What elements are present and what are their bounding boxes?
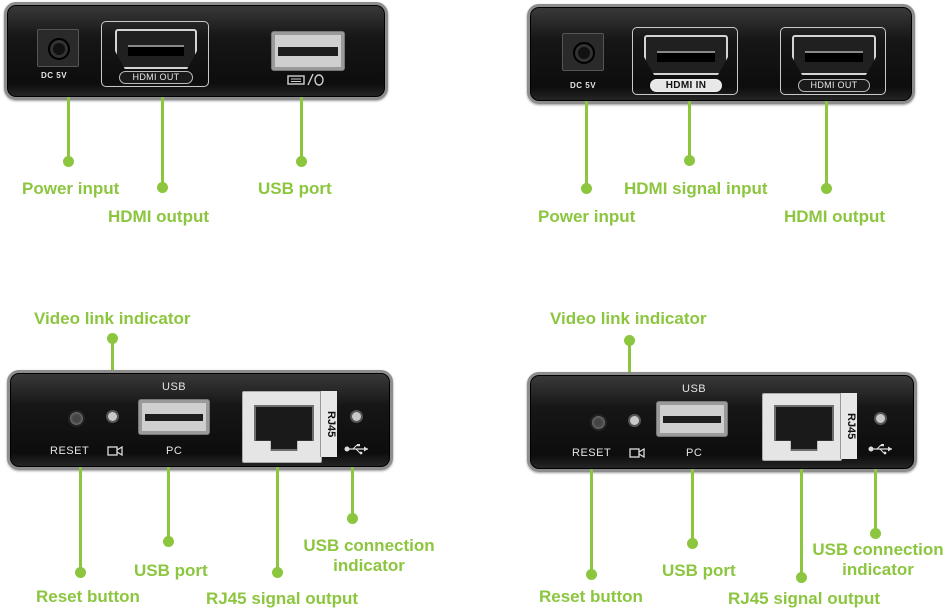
hdmi-signal-input-label: HDMI signal input (624, 179, 768, 198)
power-callout-dot (63, 156, 74, 167)
usb-connection-label-line2: indicator (842, 560, 914, 579)
reset-button[interactable] (68, 410, 85, 427)
usb-connection-callout-dot (870, 528, 881, 539)
rj45-text: RJ45 (320, 391, 337, 457)
usb-port-callout-dot (163, 536, 174, 547)
reset-button-label: Reset button (539, 587, 643, 606)
hdmi-out-port (115, 29, 197, 69)
power-callout-line (585, 101, 588, 186)
rj45-callout-line (276, 467, 279, 570)
video-link-led (106, 410, 119, 423)
video-callout-line (628, 342, 631, 374)
usb-connection-label-line2: indicator (333, 556, 405, 575)
rj45-text: RJ45 (840, 393, 857, 459)
video-link-indicator-label: Video link indicator (550, 309, 707, 328)
pc-text: PC (686, 447, 703, 459)
video-callout-line (111, 340, 114, 372)
power-input-label: Power input (22, 179, 120, 198)
usb-port-callout-line (167, 467, 170, 539)
video-link-indicator-label: Video link indicator (34, 309, 191, 328)
reset-button-label: Reset button (36, 587, 140, 606)
reset-button[interactable] (590, 414, 607, 431)
pc-text: PC (166, 445, 183, 457)
usb-port-label: USB port (134, 561, 208, 580)
rj45-callout-line (800, 469, 803, 575)
reset-callout-dot (75, 567, 86, 578)
hdmi-out-tag: HDMI OUT (119, 71, 193, 84)
dc-power-jack (562, 33, 604, 71)
dc-label: DC 5V (41, 71, 68, 80)
hdmi-out-tag: HDMI OUT (798, 79, 870, 92)
dc-label: DC 5V (570, 81, 597, 90)
usb-a-port (271, 31, 345, 71)
usb-text: USB (162, 381, 187, 393)
video-camera-icon (107, 445, 123, 457)
usb-text: USB (682, 383, 707, 395)
reset-callout-dot (586, 569, 597, 580)
bottom-right-device-panel: RESET USB PC RJ45 (527, 372, 917, 472)
top-right-device-panel: DC 5V HDMI IN HDMI OUT (527, 4, 915, 104)
usb-connection-callout-dot (347, 513, 358, 524)
hdmi-callout-line (161, 97, 164, 185)
usb-connection-led (874, 412, 887, 425)
hdmi-in-tag: HDMI IN (650, 79, 722, 92)
usb-a-port[interactable] (656, 401, 728, 437)
hdmi-out-frame (780, 27, 886, 95)
reset-callout-line (79, 467, 82, 570)
power-callout-dot (581, 183, 592, 194)
hdmi-callout-dot (157, 182, 168, 193)
hdmi-in-callout-line (688, 101, 691, 158)
rj45-callout-dot (272, 567, 283, 578)
bottom-left-device-panel: RESET USB PC RJ45 (7, 370, 393, 470)
reset-callout-line (590, 469, 593, 572)
usb-connection-label-line1: USB connection (303, 536, 435, 555)
usb-port-callout-dot (687, 538, 698, 549)
rj45-signal-output-label: RJ45 signal output (206, 589, 359, 608)
top-left-device-panel: DC 5V HDMI OUT (4, 2, 388, 100)
usb-trident-icon (344, 444, 368, 455)
usb-a-port[interactable] (138, 399, 210, 435)
reset-text: RESET (572, 447, 612, 459)
power-input-label: Power input (538, 207, 636, 226)
hdmi-out-callout-line (825, 101, 828, 186)
power-callout-line (67, 97, 70, 159)
usb-callout-line (300, 97, 303, 159)
usb-callout-dot (296, 156, 307, 167)
rj45-callout-dot (796, 572, 807, 583)
hdmi-output-label: HDMI output (108, 207, 210, 226)
reset-text: RESET (50, 445, 90, 457)
hdmi-output-label: HDMI output (784, 207, 886, 226)
hdmi-out-port (792, 35, 876, 75)
video-callout-dot (624, 335, 635, 346)
usb-connection-callout-line (351, 467, 354, 515)
usb-connection-led (350, 410, 363, 423)
usb-connection-callout-line (874, 469, 877, 531)
video-camera-icon (629, 447, 645, 459)
video-link-led (628, 414, 641, 427)
keyboard-mouse-icon (287, 73, 324, 86)
video-callout-dot (107, 333, 118, 344)
usb-trident-icon (868, 444, 892, 455)
hdmi-out-frame (101, 21, 209, 87)
hdmi-in-frame (632, 27, 738, 95)
usb-port-callout-line (691, 469, 694, 541)
hdmi-in-callout-dot (684, 155, 695, 166)
usb-connection-label-line1: USB connection (812, 540, 944, 559)
hdmi-in-port (644, 35, 728, 75)
usb-port-label: USB port (662, 561, 736, 580)
rj45-signal-output-label: RJ45 signal output (728, 589, 881, 608)
hdmi-out-callout-dot (821, 183, 832, 194)
usb-port-label: USB port (258, 179, 332, 198)
dc-power-jack (37, 29, 79, 67)
